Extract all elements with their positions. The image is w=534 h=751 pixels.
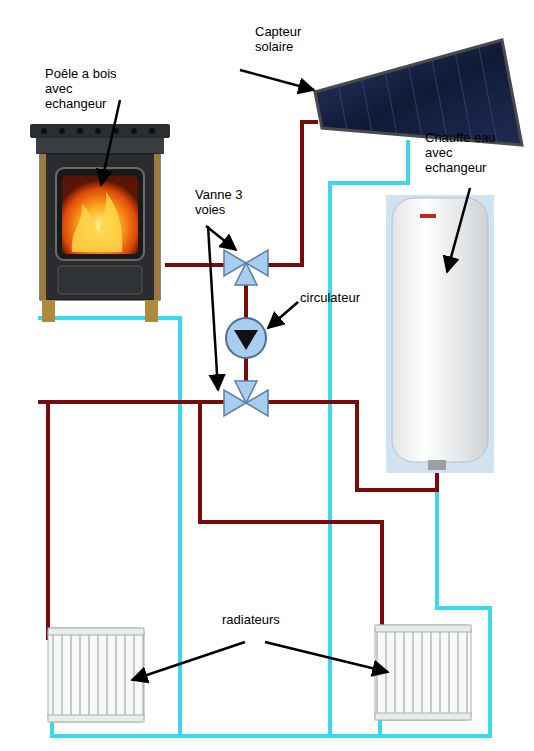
callout-arrow xyxy=(206,226,236,250)
component-label: Poêle a bois avec echangeur xyxy=(45,66,130,111)
wood-stove-picture xyxy=(154,154,160,300)
supply-pipes xyxy=(46,402,50,640)
circulator-pump xyxy=(234,330,258,350)
three-way-valve xyxy=(235,263,257,285)
water-heater-picture xyxy=(392,198,488,462)
return-pipes xyxy=(38,318,180,736)
wood-stove-picture xyxy=(42,300,55,322)
wood-stove-picture xyxy=(59,128,65,134)
component-label: Chauffe eau avec echangeur xyxy=(425,130,507,175)
callout-arrow xyxy=(208,226,218,390)
water-heater-picture xyxy=(386,195,494,473)
solar-collector-picture xyxy=(385,73,397,135)
water-heater-picture xyxy=(385,128,510,474)
supply-pipes xyxy=(244,358,248,382)
radiator-label: radiateurs xyxy=(222,612,312,627)
solar-collector-picture xyxy=(338,86,347,131)
wood-stove-picture xyxy=(36,138,164,154)
solar-collector-picture xyxy=(362,79,372,132)
circulator-pump xyxy=(226,318,266,358)
wood-stove-picture xyxy=(77,128,83,134)
circulator-pump xyxy=(226,318,266,358)
supply-pipes xyxy=(165,263,226,267)
wood-stove-picture xyxy=(149,128,155,134)
water-heater-picture xyxy=(420,214,436,218)
radiator-symbol xyxy=(48,628,144,722)
callout-arrow xyxy=(132,642,245,680)
wood-stove-picture xyxy=(113,128,119,134)
supply-pipes xyxy=(38,400,226,404)
radiator-symbol xyxy=(48,715,144,722)
solar-collector-picture xyxy=(455,53,472,141)
supply-pipes xyxy=(38,122,437,640)
return-pipes xyxy=(38,140,490,736)
wood-stove-picture xyxy=(56,168,144,260)
wood-stove-picture xyxy=(62,176,138,254)
wood-stove-picture xyxy=(40,154,160,300)
wood-stove-picture xyxy=(41,128,47,134)
radiator-symbol xyxy=(375,625,471,632)
supply-pipes xyxy=(244,284,248,318)
water-heater-picture xyxy=(386,195,494,473)
three-way-valve xyxy=(224,250,268,285)
radiator-symbol xyxy=(48,628,144,635)
solar-collector-picture xyxy=(409,66,422,136)
wood-stove-picture xyxy=(30,124,170,138)
solar-collector-picture xyxy=(315,40,522,145)
water-heater-picture xyxy=(428,460,446,470)
wood-stove-picture xyxy=(95,128,101,134)
wood-stove-picture xyxy=(131,128,137,134)
supply-pipes xyxy=(266,122,318,265)
wood-stove-picture xyxy=(145,300,158,322)
wood-stove-picture xyxy=(40,154,46,300)
return-pipes xyxy=(378,720,382,736)
component-label: Capteur solaire xyxy=(255,24,317,54)
callout-arrow xyxy=(240,70,314,90)
radiator-symbol xyxy=(48,628,144,722)
callout-arrow xyxy=(101,70,470,680)
callout-arrow xyxy=(268,302,298,328)
solar-collector-picture xyxy=(432,60,447,139)
radiator-symbol xyxy=(375,625,471,720)
wood-stove-picture xyxy=(30,124,170,322)
pump-label: circulateur xyxy=(300,290,390,305)
wood-stove-picture xyxy=(72,192,123,252)
callout-arrow xyxy=(101,100,120,185)
water-heater: Chauffe eau avec echangeur xyxy=(385,128,510,474)
three-way-valve xyxy=(224,381,268,416)
supply-pipes xyxy=(200,402,382,640)
callout-arrow xyxy=(447,188,470,272)
solar-collector-picture xyxy=(315,40,522,145)
radiator-symbol xyxy=(375,713,471,720)
three-way-valve xyxy=(235,381,257,403)
valve-label: Vanne 3 voies xyxy=(195,187,251,217)
solar-collector-picture xyxy=(479,47,497,143)
callout-arrow xyxy=(265,642,388,672)
wood-stove: Poêle a bois avec echangeur xyxy=(25,60,175,330)
wood-stove-picture xyxy=(58,266,142,294)
radiator-symbol xyxy=(375,625,471,720)
